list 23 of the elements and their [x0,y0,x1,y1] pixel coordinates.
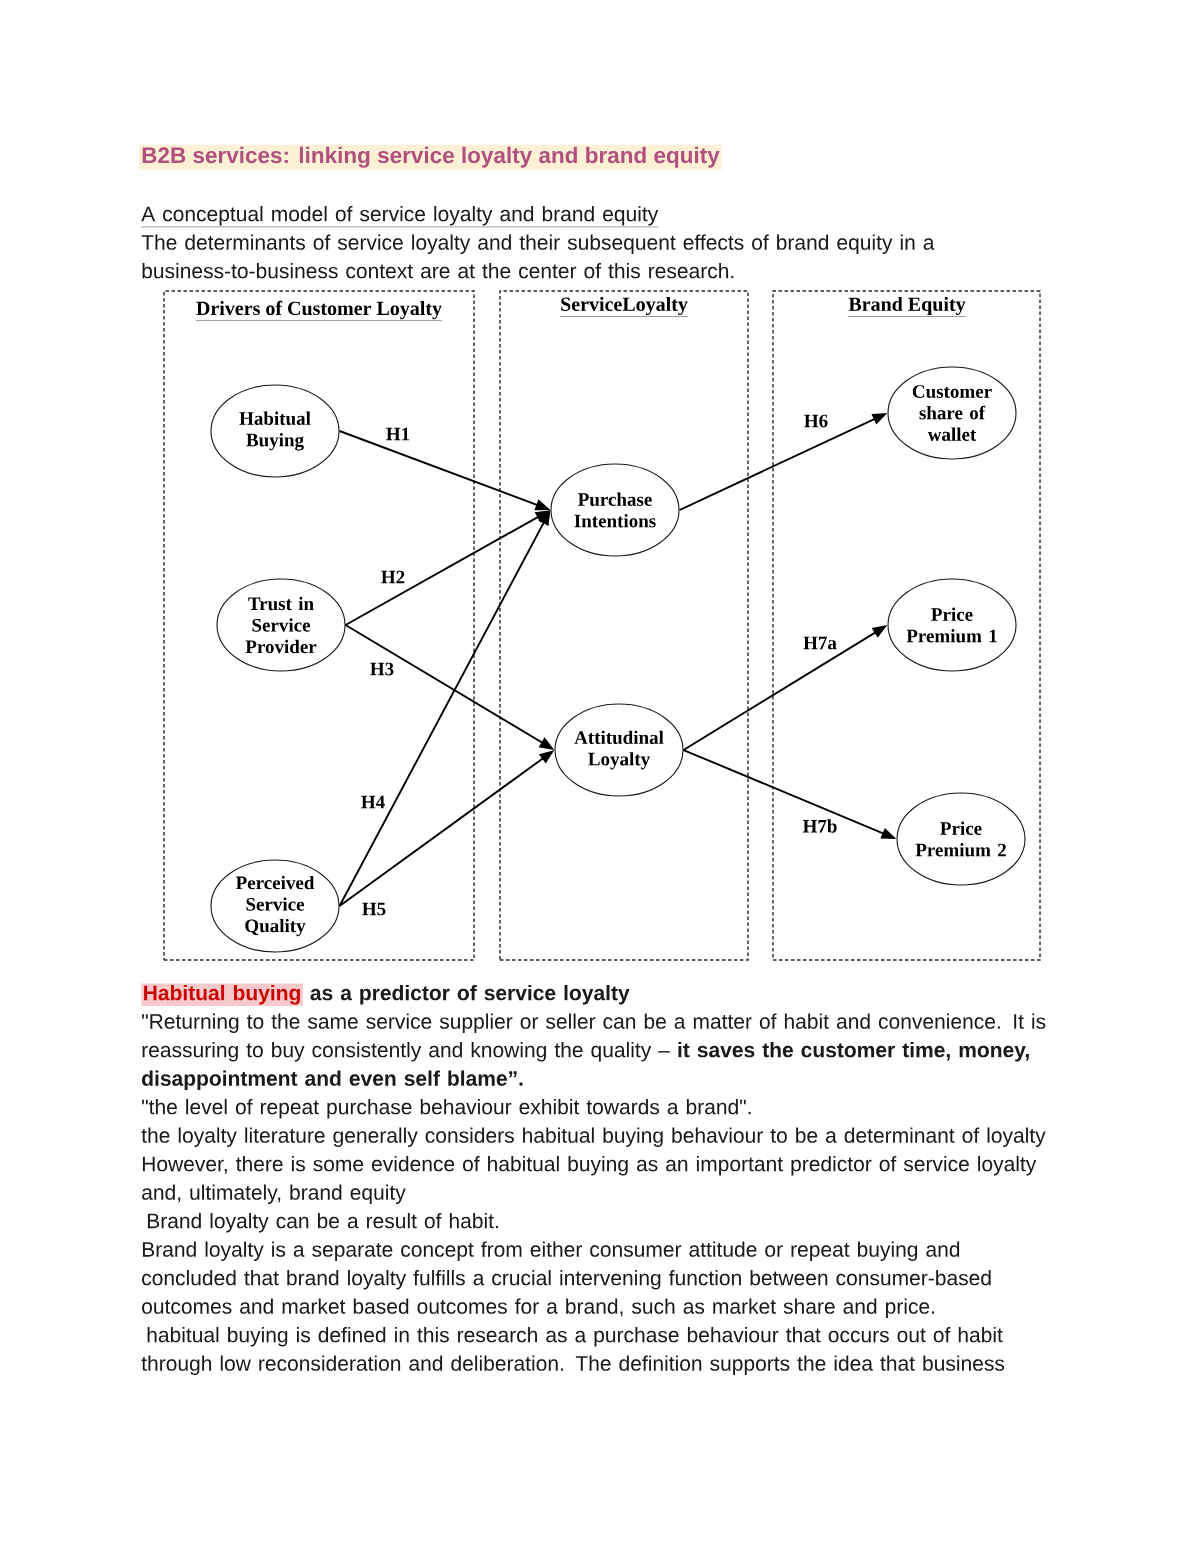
panel-heading: Brand Equity [848,296,966,317]
edge-label: H4 [359,794,387,810]
edge-label: H7a [801,635,839,651]
section-heading: as a predictor of service loyalty [310,984,630,1005]
document-title: B2B services: linking service loyalty and brand equity [139,144,722,170]
edge-label: H3 [368,661,396,677]
edge-label: H1 [384,426,412,442]
edge-label: H7b [801,817,839,835]
body-paragraph: Brand loyalty is a separate concept from either consumer attitude or repeat buying and concluded that brand loyalty fulfills a crucial intervening function between consumer-based outcomes and market based outcomes for a brand, such as market share and price. [142,1241,991,1318]
body-paragraph: The determinants of service loyalty and their subsequent effects of brand equity in a business-to-business context are at the center of this research. [141,234,935,279]
quote-paragraph: "the level of repeat purchase behaviour exhibit towards a brand". [142,1098,751,1119]
edge-label: H5 [360,901,388,917]
body-paragraph: habitual buying is defined in this research as a purchase behaviour that occurs out of habit through low reconsideration and deliberation. The definition supports the idea that business [141,1326,1005,1375]
edge-label: H6 [802,413,830,429]
panel-heading: ServiceLoyalty [559,296,689,317]
body-paragraph: Brand loyalty can be a result of habit. [147,1212,498,1233]
subheading: A conceptual model of service loyalty and brand equity [141,205,659,228]
highlighted-term: Habitual buying [141,983,303,1007]
quote-paragraph: "Returning to the same service supplier or seller can be a matter of habit and convenience. It is reassuring to buy consistently and knowing the quality – it saves the customer time, money, disappointment and even self blame”. [142,1013,1046,1090]
panel-heading: Drivers of Customer Loyalty [195,300,443,321]
body-paragraph: the loyalty literature generally considers habitual buying behaviour to be a determinant of loyalty [141,1127,1046,1147]
edge-label: H2 [379,569,407,585]
body-paragraph: However, there is some evidence of habitual buying as an important predictor of service loyalty and, ultimately, brand equity [142,1155,1037,1204]
